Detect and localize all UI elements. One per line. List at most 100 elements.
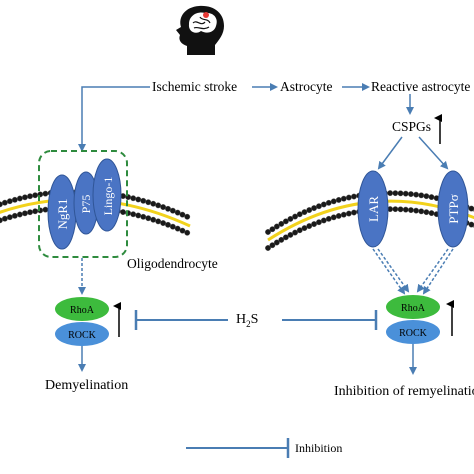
membrane-bead	[345, 194, 352, 201]
membrane-bead	[413, 191, 419, 198]
membrane-bead	[160, 220, 167, 226]
membrane-bead	[301, 225, 308, 231]
membrane-bead	[179, 227, 186, 234]
membrane-bead	[278, 220, 285, 227]
rhoa-label: RhoA	[70, 305, 95, 316]
receptor-ptpsigma: PTPσ	[437, 170, 469, 248]
membrane-bead	[6, 198, 13, 205]
arrow-lar-to-rhoa	[377, 248, 410, 293]
membrane-bead	[42, 206, 49, 213]
brain-highlight-dot	[203, 12, 209, 18]
membrane-bead	[11, 196, 18, 203]
membrane-bead	[265, 229, 271, 235]
receptor-complex-box	[38, 150, 128, 258]
membrane-bead	[330, 198, 337, 205]
membrane-bead	[408, 191, 414, 197]
membrane-bead	[135, 212, 142, 219]
membrane-bead	[184, 229, 191, 236]
membrane-bead	[306, 223, 313, 229]
receptor-lar: LAR	[357, 170, 389, 248]
membrane-bead	[273, 239, 280, 246]
membrane-bead	[392, 190, 399, 197]
membrane-bead	[265, 245, 271, 251]
membrane-bead	[174, 225, 181, 232]
arrow-stroke-to-receptors	[78, 86, 150, 152]
membrane-bead	[330, 214, 337, 221]
membrane-bead	[184, 213, 191, 220]
membrane-bead	[282, 218, 289, 225]
receptor-p75: P75	[73, 171, 99, 235]
membrane-bead	[387, 190, 394, 197]
legend: Inhibition	[186, 438, 342, 458]
membrane-bead	[311, 205, 317, 211]
membrane-bead	[292, 213, 298, 220]
astrocyte-label: Astrocyte	[280, 79, 332, 94]
lar-label: LAR	[366, 196, 381, 222]
membrane-bead	[287, 231, 294, 238]
membrane-bead	[413, 207, 419, 214]
left-rock: ROCK	[55, 322, 109, 346]
membrane-bead	[130, 195, 137, 202]
membrane-bead	[22, 210, 28, 217]
membrane-bead	[27, 209, 33, 216]
membrane-bead	[397, 206, 404, 213]
arrow-ptpsigma-to-rhoa	[416, 248, 449, 293]
receptor-lingo1: Lingo-1	[92, 158, 122, 232]
membrane-bead	[408, 207, 414, 213]
membrane-bead	[42, 190, 49, 197]
membrane-bead	[340, 195, 347, 202]
receptor-ngr1: NgR1	[47, 174, 77, 250]
lingo1-label: Lingo-1	[101, 177, 115, 216]
membrane-bead	[402, 206, 409, 213]
membrane-bead	[311, 221, 317, 227]
arrow-lar-to-rhoa-secondary	[372, 248, 406, 295]
reactive-astrocyte-label: Reactive astrocyte	[371, 79, 470, 94]
membrane-bead	[397, 190, 404, 197]
membrane-bead	[155, 202, 162, 209]
rock-label: ROCK	[399, 328, 428, 339]
membrane-bead	[296, 211, 303, 218]
membrane-bead	[468, 221, 474, 228]
membrane-bead	[1, 215, 8, 222]
membrane-bead	[169, 207, 176, 214]
membrane-bead	[22, 194, 28, 201]
membrane-bead	[468, 205, 474, 212]
membrane-bead	[306, 207, 313, 213]
rhoa-label: RhoA	[401, 303, 426, 314]
left-rhoa: RhoA	[55, 297, 109, 321]
membrane-bead	[278, 236, 285, 243]
membrane-bead	[282, 234, 289, 241]
membrane-bead	[320, 217, 327, 224]
membrane-bead	[316, 203, 322, 210]
membrane-bead	[269, 226, 276, 233]
membrane-bead	[392, 206, 399, 213]
h2s-label: H2S	[236, 312, 258, 329]
membrane-bead	[345, 210, 352, 217]
membrane-bead	[296, 227, 303, 234]
membrane-bead	[351, 209, 357, 216]
membrane-bead	[320, 201, 327, 208]
membrane-bead	[174, 209, 181, 216]
membrane-bead	[140, 213, 147, 220]
arrow-cspgs-to-lar	[377, 136, 403, 170]
membrane-bead	[273, 223, 280, 230]
membrane-bead	[165, 205, 171, 212]
p75-label: P75	[79, 195, 93, 214]
membrane-bead	[423, 193, 430, 200]
membrane-bead	[428, 210, 435, 216]
membrane-bead	[145, 215, 152, 222]
membrane-bead	[32, 208, 39, 215]
membrane-bead	[140, 197, 147, 204]
legend-inhibition-label: Inhibition	[295, 441, 342, 455]
membrane-bead	[325, 215, 332, 222]
membrane-bead	[287, 215, 294, 222]
membrane-bead	[16, 211, 23, 218]
membrane-bead	[292, 229, 298, 236]
membrane-bead	[340, 211, 347, 218]
ischemic-stroke-label: Ischemic stroke	[152, 79, 237, 94]
arrow-ptpsigma-to-rhoa-secondary	[422, 248, 454, 295]
membrane-bead	[428, 194, 435, 200]
cspgs-label: CSPGs	[392, 119, 431, 134]
membrane-bead	[27, 193, 33, 200]
